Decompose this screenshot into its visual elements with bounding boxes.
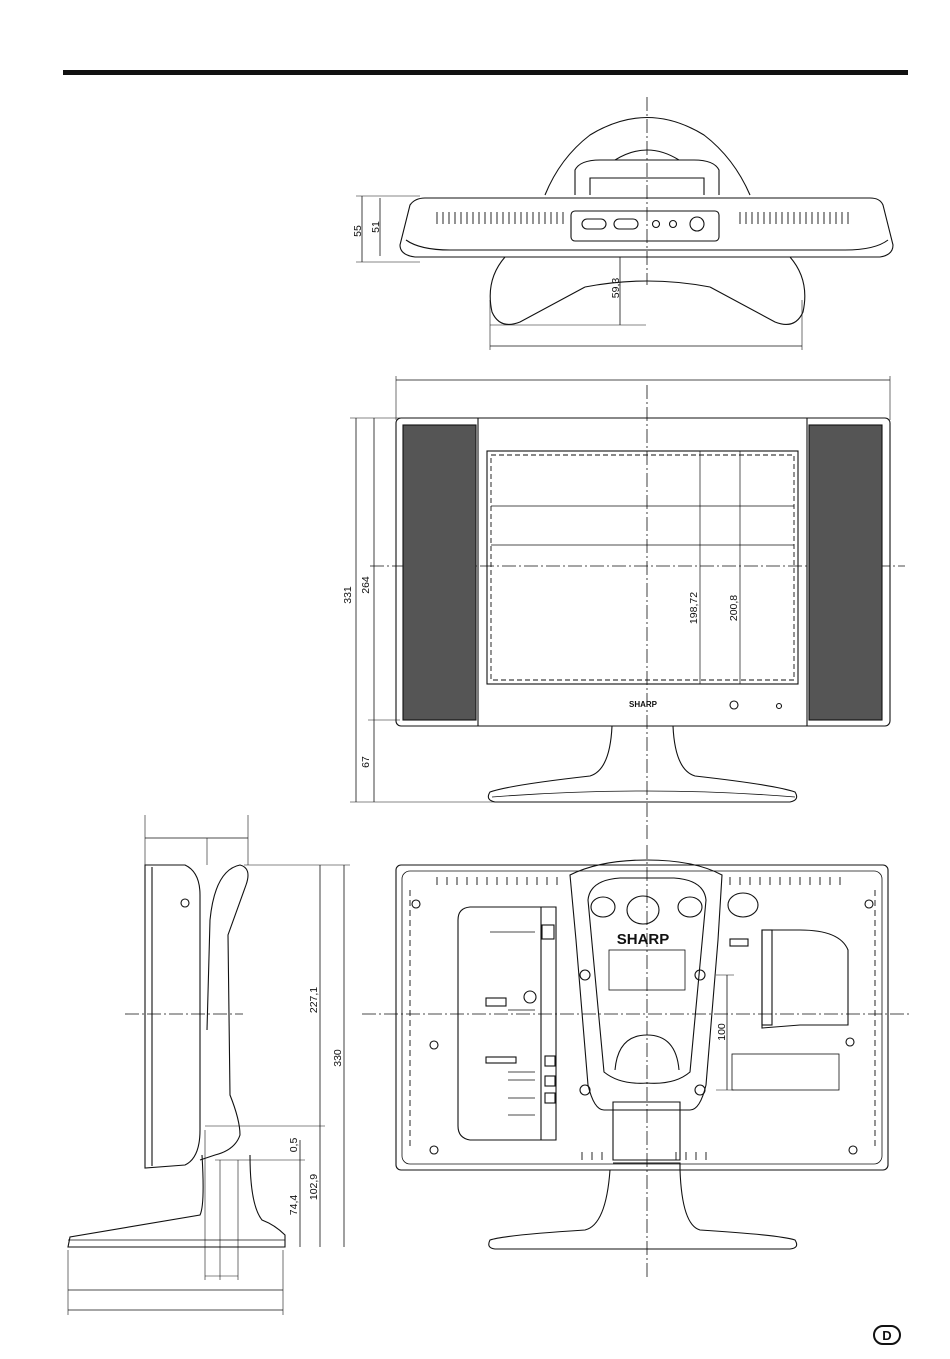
dim-227-1: 227,1: [308, 987, 320, 1013]
dim-55: 55: [352, 225, 364, 237]
dim-51: 51: [370, 221, 382, 233]
dim-331: 331: [342, 586, 354, 604]
dim-74-4: 74,4: [288, 1195, 300, 1216]
dim-102-9: 102,9: [308, 1174, 320, 1200]
dim-59-3: 59,3: [610, 278, 622, 299]
rear-brand-logo: SHARP: [617, 931, 670, 948]
dim-200-8: 200,8: [728, 595, 740, 621]
top-view: [356, 97, 893, 350]
dim-0-5: 0,5: [288, 1138, 300, 1153]
dim-330: 330: [332, 1049, 344, 1067]
dim-67: 67: [360, 756, 372, 768]
side-view: [68, 815, 350, 1315]
front-brand-logo: SHARP: [629, 700, 658, 709]
rear-view: [362, 845, 910, 1280]
dim-264: 264: [360, 576, 372, 594]
language-badge: D: [873, 1325, 901, 1345]
front-view: [350, 376, 905, 840]
dim-198-72: 198,72: [688, 592, 700, 624]
dim-100: 100: [716, 1023, 728, 1041]
